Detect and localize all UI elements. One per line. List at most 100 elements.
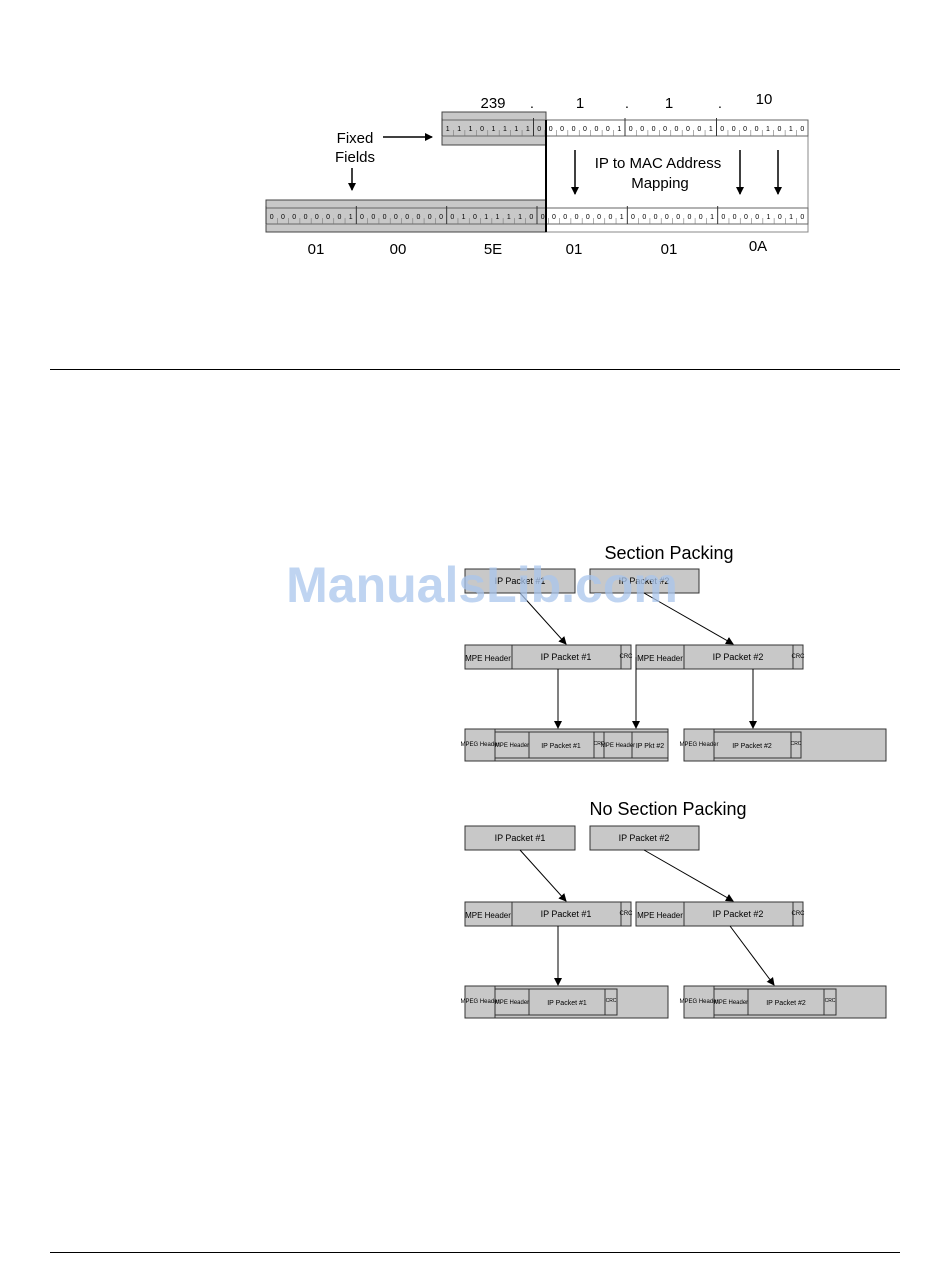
ip-octet-4: 10 [756, 91, 773, 108]
ip-bit: 0 [629, 126, 633, 133]
ip-bit: 1 [492, 126, 496, 133]
ip-bit: 0 [560, 126, 564, 133]
sp-ts2-inner-band [713, 731, 802, 759]
nsp-ts2-mpe-header-label: MPE Header [714, 1000, 748, 1006]
ip-octet-1: 239 [480, 95, 505, 112]
mac-bit: 0 [416, 214, 420, 221]
mapping-region [545, 119, 809, 233]
mac-bit: 1 [507, 214, 511, 221]
ip-bit: 0 [720, 126, 724, 133]
mac-bit: 0 [371, 214, 375, 221]
ip-bit: 1 [457, 126, 461, 133]
sp-ip-packet-2-label: IP Packet #2 [619, 576, 670, 586]
mac-bit: 0 [394, 214, 398, 221]
mac-bit: 1 [620, 214, 624, 221]
sp-ts1-mpe2-header-label: MPE Header [601, 743, 635, 749]
sp-ts1-ip2-partial-label: IP Pkt #2 [636, 743, 664, 750]
nsp-arrow-mpe2-to-ts2 [729, 925, 775, 986]
mac-bit: 1 [710, 214, 714, 221]
nsp-ip-packet-1-label: IP Packet #1 [495, 833, 546, 843]
ip-bit: 1 [789, 126, 793, 133]
sp-ts1-ip-label: IP Packet #1 [541, 743, 581, 750]
mac-bit: 1 [518, 214, 522, 221]
section-divider-bottom [50, 1252, 900, 1253]
mapping-label-line1: IP to MAC Address [595, 155, 721, 172]
sp-ts1-crc-label: CRC [594, 741, 605, 747]
nsp-ts-packet-2 [683, 985, 887, 1019]
nsp-mpe1-crc-label: CRC [620, 911, 634, 917]
nsp-ts-packet-1 [464, 985, 669, 1019]
mac-bit: 0 [292, 214, 296, 221]
sp-arrow-ip2-to-mpe2 [643, 592, 734, 645]
ip-bit: 1 [709, 126, 713, 133]
nsp-ts1-mpe-header-label: MPE Header [495, 1000, 529, 1006]
mac-bit: 0 [733, 214, 737, 221]
ip-bit: 0 [686, 126, 690, 133]
mac-bit: 0 [778, 214, 782, 221]
sp-ts1-mpeg-header-label: MPEG Header [460, 742, 499, 748]
ip-octet-2: 1 [576, 95, 584, 112]
ip-bit: 0 [572, 126, 576, 133]
ip-bit: 1 [469, 126, 473, 133]
sp-mpe1-ip-label: IP Packet #1 [541, 652, 592, 662]
mac-bit: 0 [563, 214, 567, 221]
ip-fixed-bits-block [441, 111, 547, 146]
fixed-fields-label-line1: Fixed [337, 130, 374, 147]
mac-bit: 0 [552, 214, 556, 221]
nsp-mpe1-ip-label: IP Packet #1 [541, 909, 592, 919]
sp-ts2-ip-label: IP Packet #2 [732, 743, 772, 750]
ip-bit: 0 [594, 126, 598, 133]
mac-byte-1: 01 [308, 241, 325, 258]
mac-bit: 0 [529, 214, 533, 221]
ip-bit: 0 [743, 126, 747, 133]
ip-dot-1: . [530, 95, 534, 111]
ip-bit: 1 [503, 126, 507, 133]
sp-ts2-mpeg-header-label: MPEG Header [679, 742, 718, 748]
section-divider-top [50, 369, 900, 370]
mac-bit: 1 [462, 214, 466, 221]
mac-bit: 0 [360, 214, 364, 221]
mac-bit: 0 [755, 214, 759, 221]
nsp-mpe2-crc-label: CRC [792, 911, 806, 917]
nsp-mpe2-header-label: MPE Header [637, 911, 683, 920]
mac-byte-3: 5E [484, 241, 502, 258]
ip-bit: 0 [480, 126, 484, 133]
sp-ts-packet-1 [464, 728, 669, 762]
sp-ts-packet-2 [683, 728, 887, 762]
mac-bit: 0 [631, 214, 635, 221]
nsp-ts1-mpeg-header-label: MPEG Header [460, 999, 499, 1005]
mac-bit: 0 [450, 214, 454, 221]
sp-arrow-ip1-to-mpe1 [519, 592, 567, 645]
mac-bit: 0 [654, 214, 658, 221]
ip-dot-3: . [718, 95, 722, 111]
sp-mpe1-crc-label: CRC [620, 654, 634, 660]
mac-bit: 0 [270, 214, 274, 221]
ip-bit: 1 [617, 126, 621, 133]
ip-bit: 1 [766, 126, 770, 133]
nsp-ts2-inner-band [713, 988, 837, 1016]
nsp-ip-packet-1-box [464, 825, 576, 851]
sp-mpe2-header-label: MPE Header [637, 654, 683, 663]
watermark: ManualsLib.com [286, 557, 678, 613]
nsp-ts2-mpeg-header-label: MPEG Header [679, 999, 718, 1005]
mac-bit: 0 [800, 214, 804, 221]
sp-ip-packet-2-box [589, 568, 700, 594]
mac-bit: 0 [608, 214, 612, 221]
ip-bit: 0 [663, 126, 667, 133]
mac-bit: 0 [676, 214, 680, 221]
ip-bit: 0 [777, 126, 781, 133]
nsp-ts1-inner-band [494, 988, 618, 1016]
nsp-mpe1-header-label: MPE Header [465, 911, 511, 920]
mac-bit: 1 [349, 214, 353, 221]
mac-bit: 0 [337, 214, 341, 221]
mac-byte-2: 00 [390, 241, 407, 258]
mac-bit: 0 [541, 214, 545, 221]
sp-mpe-section-2 [635, 644, 804, 670]
mac-byte-6: 0A [749, 238, 767, 255]
mac-byte-5: 01 [661, 241, 678, 258]
nsp-mpe-section-2 [635, 901, 804, 927]
